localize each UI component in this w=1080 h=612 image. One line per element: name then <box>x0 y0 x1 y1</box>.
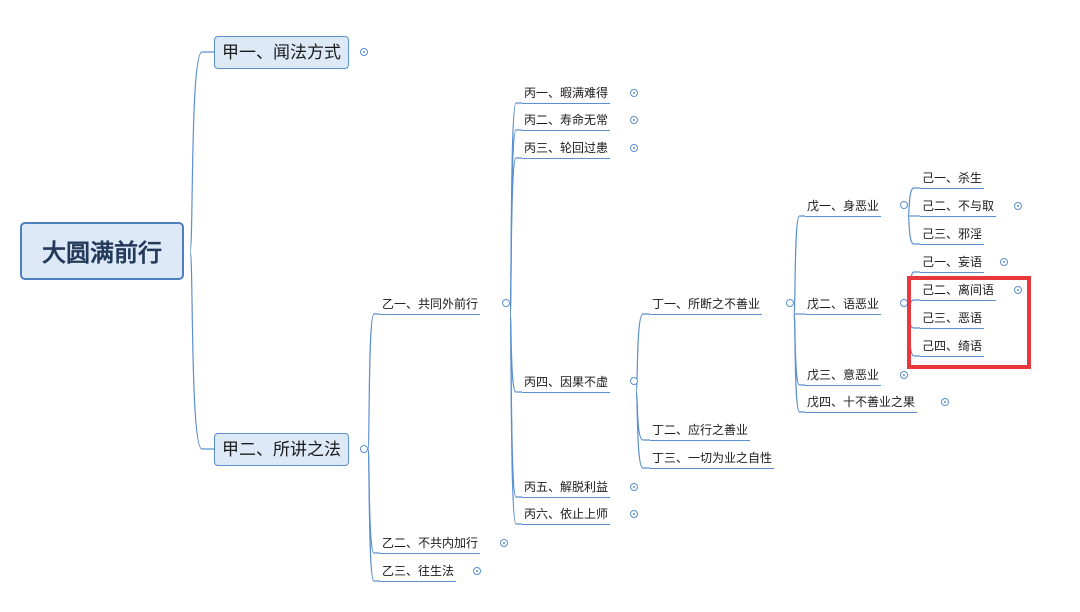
topic-wu4[interactable]: 戊四、十不善业之果 <box>805 394 918 413</box>
topic-ding3-label: 丁三、一切为业之自性 <box>652 451 773 465</box>
connector-line <box>635 313 650 393</box>
connector-line <box>367 448 380 582</box>
topic-yi2[interactable]: 乙二、不共内加行 <box>380 535 481 554</box>
expand-toggle-icon[interactable] <box>630 144 638 152</box>
topic-ji-yu3[interactable]: 己三、恶语 <box>920 310 985 329</box>
topic-bing3[interactable]: 丙三、轮回过患 <box>522 140 611 159</box>
expand-toggle-icon[interactable] <box>1014 286 1022 294</box>
root-topic[interactable]: 大圆满前行 <box>20 222 184 280</box>
expand-toggle-icon[interactable] <box>900 371 908 379</box>
topic-wu3-label: 戊三、意恶业 <box>807 368 880 382</box>
collapse-toggle-icon[interactable] <box>786 299 794 307</box>
topic-ji-yu4-label: 己四、绮语 <box>922 339 983 353</box>
topic-ji-yu1-label: 己一、妄语 <box>922 255 983 269</box>
expand-toggle-icon[interactable] <box>630 510 638 518</box>
expand-toggle-icon[interactable] <box>941 398 949 406</box>
topic-wu2-label: 戊二、语恶业 <box>807 297 880 311</box>
topic-wu3[interactable]: 戊三、意恶业 <box>805 367 882 386</box>
connector-line <box>907 215 920 245</box>
topic-bing2-label: 丙二、寿命无常 <box>524 113 609 127</box>
topic-yi1-label: 乙一、共同外前行 <box>382 297 479 311</box>
topic-jia2-label: 甲二、所讲之法 <box>222 440 341 460</box>
topic-ji-shen2-label: 己二、不与取 <box>922 199 995 213</box>
topic-wu2[interactable]: 戊二、语恶业 <box>805 296 882 315</box>
topic-ji-shen1-label: 己一、杀生 <box>922 171 983 185</box>
topic-bing2[interactable]: 丙二、寿命无常 <box>522 112 611 131</box>
topic-ji-yu3-label: 己三、恶语 <box>922 311 983 325</box>
connector-line <box>189 51 214 252</box>
expand-toggle-icon[interactable] <box>500 539 508 547</box>
topic-ji-yu2-label: 己二、离间语 <box>922 283 995 297</box>
topic-yi2-label: 乙二、不共内加行 <box>382 536 479 550</box>
connector-line <box>509 313 522 393</box>
topic-ji-yu4[interactable]: 己四、绮语 <box>920 338 985 357</box>
topic-bing1[interactable]: 丙一、暇满难得 <box>522 85 611 104</box>
connector-line <box>189 250 214 450</box>
topic-jia1[interactable]: 甲一、闻法方式 <box>214 36 349 69</box>
connector-line <box>509 313 522 525</box>
expand-toggle-icon[interactable] <box>630 89 638 97</box>
collapse-toggle-icon[interactable] <box>360 48 368 56</box>
topic-ding1[interactable]: 丁一、所断之不善业 <box>650 296 763 315</box>
topic-ji-yu1[interactable]: 己一、妄语 <box>920 254 985 273</box>
topic-ji-yu2[interactable]: 己二、离间语 <box>920 282 997 301</box>
topic-ding2-label: 丁二、应行之善业 <box>652 423 749 437</box>
expand-toggle-icon[interactable] <box>473 567 481 575</box>
topic-wu1[interactable]: 戊一、身恶业 <box>805 198 882 217</box>
topic-ji-shen1[interactable]: 己一、杀生 <box>920 170 985 189</box>
topic-bing6-label: 丙六、依止上师 <box>524 507 609 521</box>
topic-ding3[interactable]: 丁三、一切为业之自性 <box>650 450 775 469</box>
root-topic-label: 大圆满前行 <box>42 239 162 267</box>
expand-toggle-icon[interactable] <box>630 483 638 491</box>
collapse-toggle-icon[interactable] <box>900 201 908 209</box>
connector-line <box>367 313 380 450</box>
topic-bing6[interactable]: 丙六、依止上师 <box>522 506 611 525</box>
topic-ji-shen2[interactable]: 己二、不与取 <box>920 198 997 217</box>
expand-toggle-icon[interactable] <box>630 116 638 124</box>
topic-ji-shen3-label: 己三、邪淫 <box>922 227 983 241</box>
collapse-toggle-icon[interactable] <box>502 299 510 307</box>
highlight-box <box>907 276 1031 369</box>
topic-yi1[interactable]: 乙一、共同外前行 <box>380 296 481 315</box>
collapse-toggle-icon[interactable] <box>360 445 368 453</box>
expand-toggle-icon[interactable] <box>1000 258 1008 266</box>
topic-jia1-label: 甲一、闻法方式 <box>222 43 341 63</box>
connector-line <box>793 313 805 413</box>
topic-bing5[interactable]: 丙五、解脱利益 <box>522 479 611 498</box>
topic-wu1-label: 戊一、身恶业 <box>807 199 880 213</box>
connector-line <box>509 157 522 315</box>
connector-line <box>907 187 920 217</box>
topic-bing3-label: 丙三、轮回过患 <box>524 141 609 155</box>
topic-bing4-label: 丙四、因果不虚 <box>524 375 609 389</box>
topic-wu4-label: 戊四、十不善业之果 <box>807 395 916 409</box>
topic-ji-shen3[interactable]: 己三、邪淫 <box>920 226 985 245</box>
topic-bing5-label: 丙五、解脱利益 <box>524 480 609 494</box>
connector-line <box>793 215 805 315</box>
topic-yi3-label: 乙三、往生法 <box>382 564 455 578</box>
topic-yi3[interactable]: 乙三、往生法 <box>380 563 457 582</box>
topic-ding2[interactable]: 丁二、应行之善业 <box>650 422 751 441</box>
connector-line <box>635 391 650 469</box>
topic-jia2[interactable]: 甲二、所讲之法 <box>214 433 349 466</box>
topic-ding1-label: 丁一、所断之不善业 <box>652 297 761 311</box>
topic-bing4[interactable]: 丙四、因果不虚 <box>522 374 611 393</box>
topic-bing1-label: 丙一、暇满难得 <box>524 86 609 100</box>
collapse-toggle-icon[interactable] <box>630 377 638 385</box>
expand-toggle-icon[interactable] <box>1014 202 1022 210</box>
